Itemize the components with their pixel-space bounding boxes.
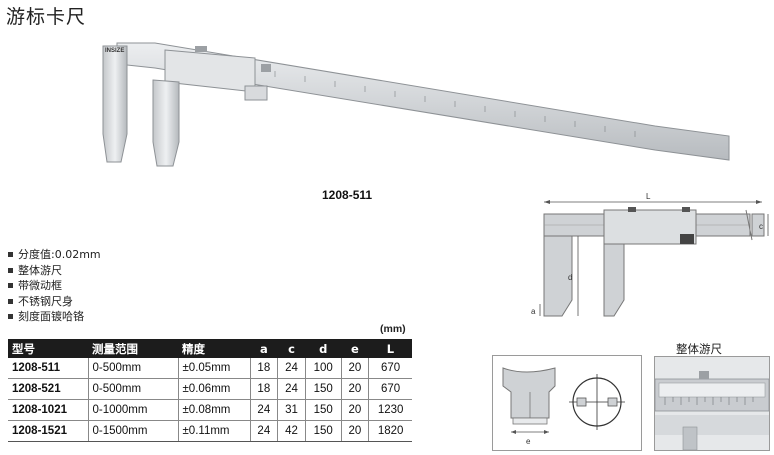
feature-item: 刻度面镀哈铬 bbox=[8, 309, 101, 325]
unit-label: (mm) bbox=[380, 323, 406, 335]
vernier-closeup-image bbox=[654, 357, 770, 451]
bullet-icon bbox=[8, 298, 13, 304]
bullet-icon bbox=[8, 314, 13, 320]
integral-vernier-photo bbox=[654, 356, 770, 451]
feature-item: 带微动框 bbox=[8, 278, 101, 294]
bullet-icon bbox=[8, 283, 13, 289]
label-e: e bbox=[526, 437, 531, 446]
table-row: 1208-1521 0-1500mm ±0.11mm 24 42 150 20 … bbox=[8, 420, 412, 442]
brand-logo-text: INSIZE bbox=[105, 48, 124, 54]
table-row: 1208-521 0-500mm ±0.06mm 18 24 150 20 67… bbox=[8, 378, 412, 400]
header-d: d bbox=[305, 339, 342, 358]
feature-item: 整体游尺 bbox=[8, 263, 101, 279]
dimension-diagram: L c d a bbox=[531, 192, 769, 317]
label-a: a bbox=[531, 307, 536, 316]
feature-list: 分度值:0.02mm 整体游尺 带微动框 不锈钢尺身 刻度面镀哈铬 bbox=[8, 247, 101, 325]
spec-table: 型号 测量范围 精度 a c d e L 1208-511 0-500mm ±0… bbox=[8, 339, 412, 442]
feature-item: 不锈钢尺身 bbox=[8, 294, 101, 310]
caliper-photo: INSIZE bbox=[102, 42, 730, 167]
header-c: c bbox=[277, 339, 306, 358]
label-L: L bbox=[646, 192, 651, 201]
header-e: e bbox=[341, 339, 369, 358]
table-header-row: 型号 测量范围 精度 a c d e L bbox=[8, 339, 412, 358]
table-row: 1208-1021 0-1000mm ±0.08mm 24 31 150 20 … bbox=[8, 399, 412, 421]
header-range: 测量范围 bbox=[88, 339, 178, 358]
table-row: 1208-511 0-500mm ±0.05mm 18 24 100 20 67… bbox=[8, 358, 412, 379]
header-accuracy: 精度 bbox=[178, 339, 250, 358]
page-title: 游标卡尺 bbox=[6, 6, 87, 28]
jaw-detail-diagram: e bbox=[502, 367, 625, 446]
header-model: 型号 bbox=[8, 339, 88, 358]
header-L: L bbox=[368, 339, 412, 358]
feature-item: 分度值:0.02mm bbox=[8, 247, 101, 263]
bullet-icon bbox=[8, 267, 13, 273]
bullet-icon bbox=[8, 252, 13, 258]
model-caption: 1208-511 bbox=[322, 188, 373, 202]
jaw-detail-panel: e bbox=[492, 355, 642, 451]
header-a: a bbox=[250, 339, 278, 358]
label-c: c bbox=[759, 222, 763, 231]
label-d: d bbox=[568, 273, 572, 282]
integral-vernier-label: 整体游尺 bbox=[676, 342, 722, 356]
